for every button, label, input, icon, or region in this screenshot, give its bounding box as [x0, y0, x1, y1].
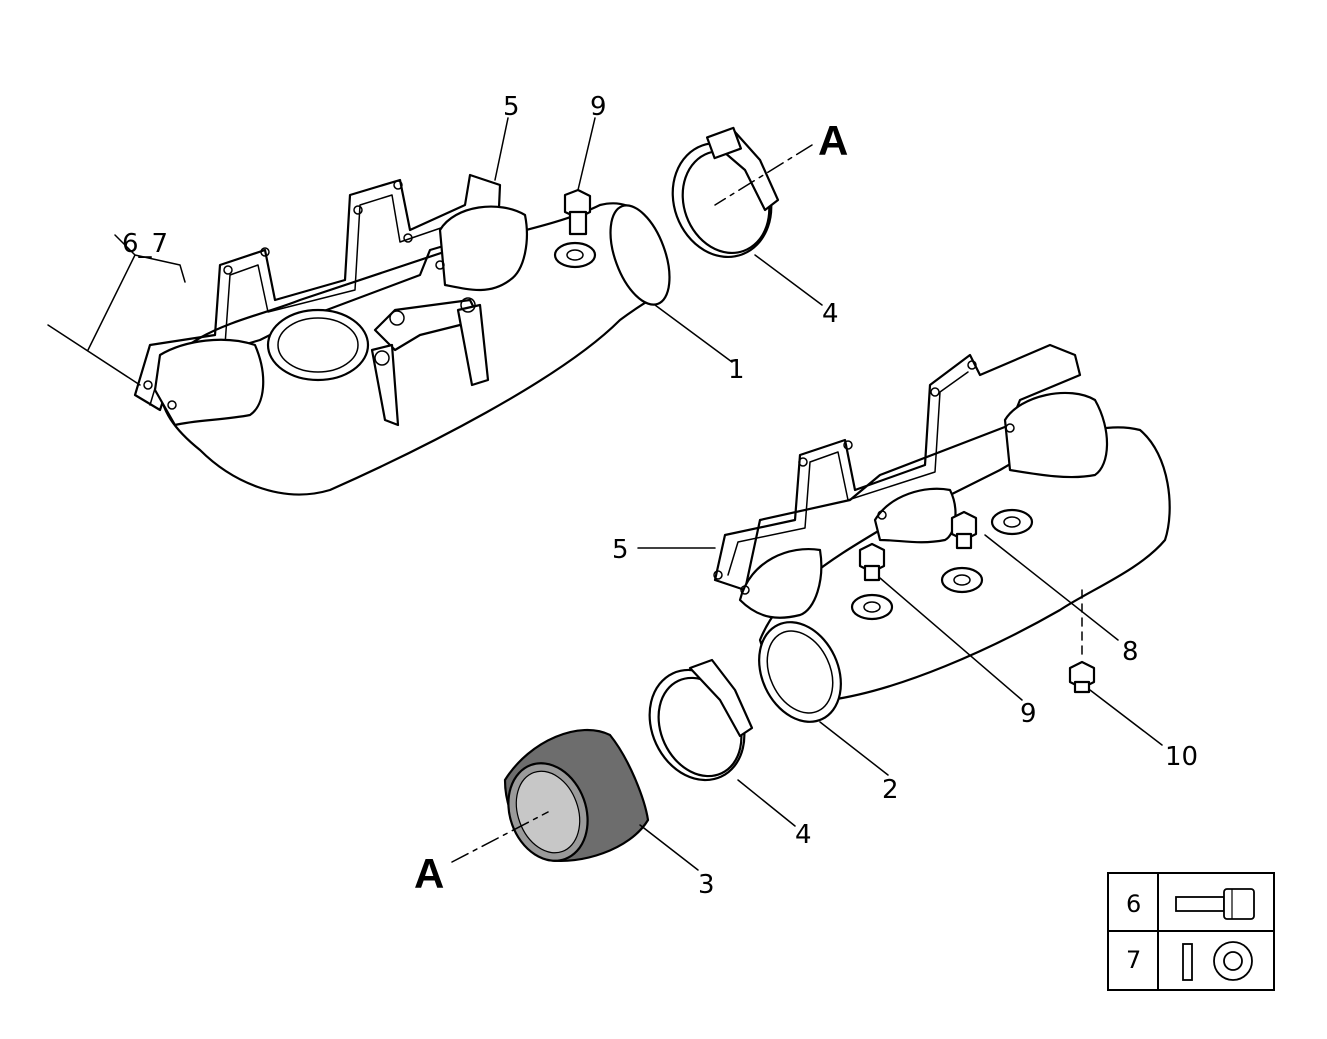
- leader-lines: [451, 117, 1163, 871]
- callout-3: 3: [698, 870, 715, 900]
- exhaust-manifold-left: [133, 173, 671, 496]
- bolt-icon: [1175, 888, 1255, 920]
- hose-clamp-bottom: [648, 658, 754, 782]
- callout-2: 2: [882, 775, 899, 805]
- callout-5-top: 5: [503, 92, 520, 122]
- callout-6-7: 6_7: [122, 229, 168, 259]
- callout-1: 1: [728, 355, 745, 385]
- callout-9-top: 9: [590, 92, 607, 122]
- hose-sleeve: [503, 728, 650, 862]
- legend-number-6: 6: [1126, 890, 1141, 918]
- hose-clamp-top: [671, 126, 780, 259]
- callout-4-top: 4: [822, 299, 839, 329]
- callout-4-bottom: 4: [795, 820, 812, 850]
- callout-10: 10: [1165, 742, 1198, 772]
- leader-6-7: [47, 234, 186, 386]
- legend-table: 6 7: [1107, 872, 1275, 991]
- callout-a-bottom: A: [414, 850, 444, 897]
- callout-5-right: 5: [612, 535, 629, 565]
- callout-a-top: A: [818, 117, 848, 164]
- exhaust-manifold-right: [713, 343, 1171, 723]
- callout-8: 8: [1122, 637, 1139, 667]
- legend-number-7: 7: [1126, 946, 1141, 974]
- callout-9-right: 9: [1020, 699, 1037, 729]
- callout-labels: 6_7 5 9 A 4 1 5 8 9 10 2 4 3 A: [122, 92, 1198, 900]
- washer-icon: [1182, 941, 1253, 981]
